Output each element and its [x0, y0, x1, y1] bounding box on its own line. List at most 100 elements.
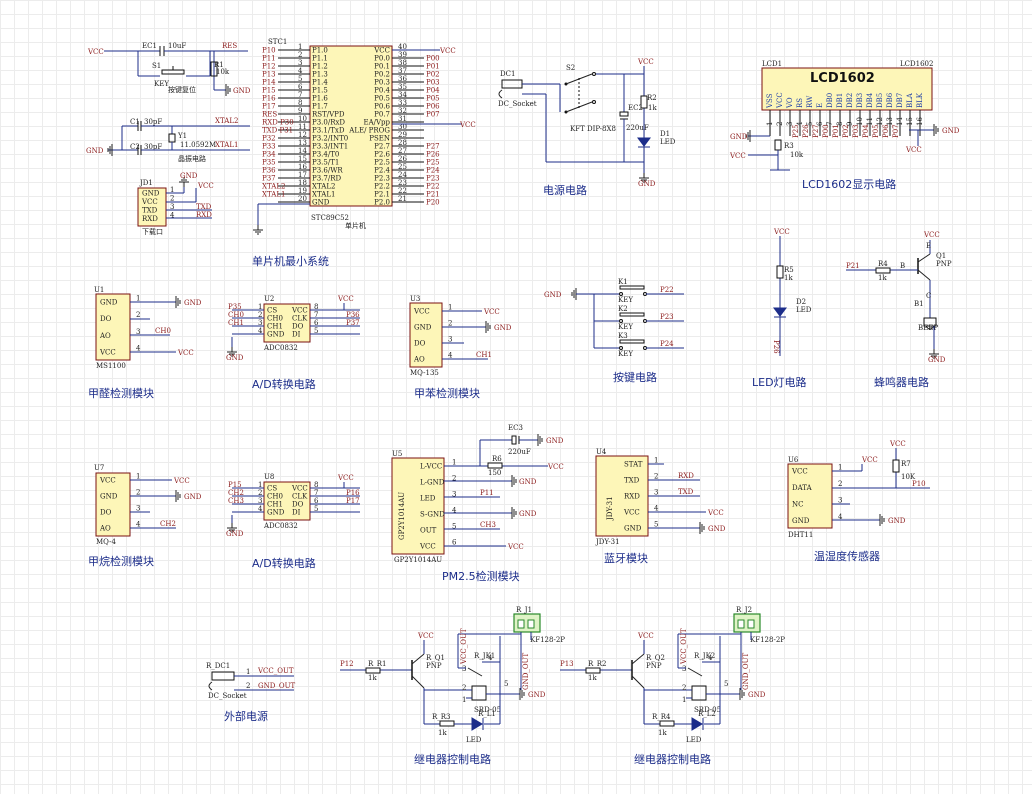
- u2-gnd: GND: [226, 354, 244, 362]
- bt-title: 蓝牙模块: [604, 552, 648, 565]
- lcd-vcc: VCC: [729, 152, 746, 160]
- lcd-num: 15: [906, 117, 914, 126]
- relay1-jkl: SRD-05: [474, 706, 501, 714]
- mcu-right-net: P23: [426, 175, 440, 183]
- u8-lnum: 2: [258, 489, 262, 497]
- external-power: R_DC1 DC_Socket 1 VCC_OUT 2 GND_OUT 外部电源: [206, 662, 295, 723]
- u5-out-net: CH3: [480, 521, 496, 529]
- mcu-right-pin: EA/Vpp: [363, 119, 390, 127]
- relay1-n3: 3: [462, 665, 466, 673]
- u4-gnd: GND: [708, 525, 726, 533]
- ledc-vcc: VCC: [773, 228, 790, 236]
- keys-gnd: GND: [544, 291, 562, 299]
- u7-ref: U7: [94, 464, 104, 472]
- jd1-rxd: RXD: [196, 211, 212, 219]
- lcd-ref2: LCD1602: [900, 60, 933, 68]
- adc1-title: A/D转换电路: [252, 377, 316, 391]
- reset-gnd: GND: [233, 87, 251, 95]
- mcu-block: STC1 P1.01P10P1.12P11P1.23P12P1.34P13P1.…: [252, 38, 476, 268]
- lcd-ref: LCD1: [762, 60, 782, 68]
- u2-lnet: CH0: [228, 311, 244, 319]
- relay1-vcc: VCC: [417, 632, 434, 640]
- mcu-right-num: 37: [398, 67, 407, 75]
- lcd-net: P27: [812, 124, 820, 138]
- u3-part: MQ-135: [410, 369, 439, 377]
- lcd-num: 16: [916, 117, 924, 126]
- u2-rpin: CLK: [292, 315, 308, 323]
- u6-pin: GND: [792, 517, 810, 525]
- mcu-left-pin: P3.2/INT0: [312, 135, 348, 143]
- key-ref: K2: [618, 305, 628, 313]
- mcu-left-num: 7: [298, 91, 302, 99]
- methane-title: 甲烷检测模块: [88, 554, 154, 568]
- lcd-pin: DB6: [886, 92, 894, 108]
- mcu-right-pin: P0.1: [374, 63, 390, 71]
- relay2-ledl: LED: [686, 736, 702, 744]
- osc-gnd: GND: [86, 147, 104, 155]
- mcu-left-net: P13: [262, 71, 276, 79]
- u2-rnum: 5: [314, 327, 318, 335]
- ext-title: 外部电源: [224, 709, 268, 723]
- u5-led-net: P11: [480, 489, 494, 497]
- u4-pin: STAT: [624, 461, 643, 469]
- u8-rpin: DI: [292, 509, 301, 517]
- u6-num: 2: [838, 480, 842, 488]
- benzene-title: 甲苯检测模块: [414, 386, 480, 400]
- s1-label: S1: [152, 62, 161, 70]
- lcd-net: P00: [822, 124, 830, 138]
- relay1-n1: 1: [462, 696, 466, 704]
- led-lamp-circuit: VCC R5 1k D2 LED P26 LED灯电路: [752, 228, 812, 389]
- u1-num: 2: [136, 311, 140, 319]
- u8-lnet: CH3: [228, 497, 244, 505]
- relay2-gnd: GND: [748, 691, 766, 699]
- relay1-j: R_J1: [516, 606, 532, 614]
- u7-pin: AO: [99, 525, 111, 533]
- u4-ref: U4: [596, 448, 607, 456]
- lcd-num: 6: [816, 121, 824, 126]
- mcu-right-net: P03: [426, 79, 440, 87]
- u7-pin: GND: [100, 493, 118, 501]
- u5-pin: L-GND: [420, 479, 445, 487]
- mcu-left-num: 8: [298, 99, 302, 107]
- osc-xtal2: XTAL2: [215, 117, 238, 125]
- u2-rnum: 6: [314, 319, 319, 327]
- relay2-ql: PNP: [646, 662, 662, 670]
- relay-transistor-c: [631, 675, 645, 689]
- lcd-num: 1: [766, 122, 774, 126]
- u8-lpin: CH1: [267, 501, 283, 509]
- u8-rnum: 8: [314, 481, 318, 489]
- u5-num: 1: [452, 459, 456, 467]
- u1-num: 3: [136, 328, 140, 336]
- u1-ch: CH0: [155, 327, 171, 335]
- u5-num: 3: [452, 491, 456, 499]
- u8-rnet: P17: [346, 497, 360, 505]
- u5-pin: LED: [420, 495, 436, 503]
- mcu-left-num: 3: [298, 59, 302, 67]
- buzzer-circuit: VCC E Q1 PNP P21 R4 1k B C B1 BEEP GND 蜂…: [846, 231, 952, 389]
- d1-ref: D1: [660, 130, 670, 138]
- mcu-right-pin: P2.5: [374, 159, 390, 167]
- u8-lnet: CH2: [228, 489, 244, 497]
- mcu-right-num: 36: [398, 75, 407, 83]
- u2-lpin: CS: [267, 307, 277, 315]
- mcu-right-pin: P0.7: [374, 111, 390, 119]
- u8-rnum: 6: [314, 497, 319, 505]
- terminal-slot: [747, 619, 755, 629]
- relay2-r: R_R2: [588, 660, 607, 668]
- mcu-right-num: 33: [398, 99, 407, 107]
- u6-ref: U6: [788, 456, 799, 464]
- mcu-right-num: 23: [398, 179, 407, 187]
- relay-transistor-c: [411, 675, 425, 689]
- mcu-right-num: 22: [398, 187, 407, 195]
- relay1-q: R_Q1: [426, 654, 445, 662]
- ec1-label: EC1: [142, 42, 157, 50]
- keys-title: 按键电路: [613, 370, 657, 384]
- mcu-right-pin: ALE/ PROG: [348, 127, 390, 135]
- u6-pin: NC: [792, 501, 803, 509]
- u5-num: 5: [452, 523, 456, 531]
- dht-title: 温湿度传感器: [814, 549, 880, 563]
- lcd-num: 8: [836, 122, 844, 126]
- key-label: KEY: [618, 296, 633, 304]
- mcu-left-net: P32: [262, 135, 276, 143]
